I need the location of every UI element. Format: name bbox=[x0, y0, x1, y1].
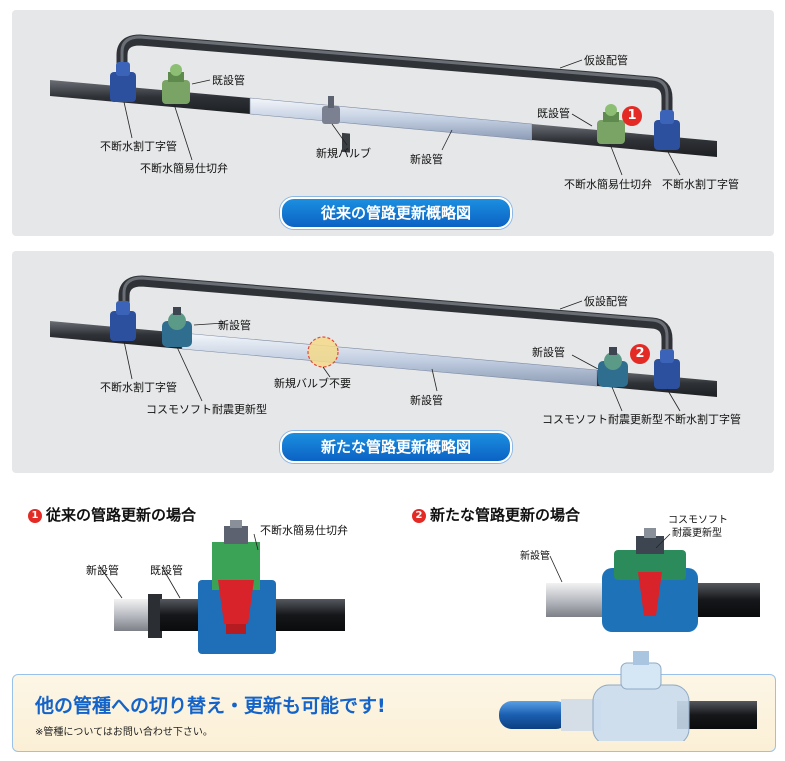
label-existing-pipe-right: 既設管 bbox=[537, 107, 570, 120]
s2-label-new-pipe: 新設管 bbox=[520, 551, 550, 562]
label-temp-pipe: 仮設配管 bbox=[584, 54, 628, 67]
label-existing-pipe-left: 既設管 bbox=[212, 74, 245, 87]
banner-title: 他の管種への切り替え・更新も可能です! bbox=[35, 695, 386, 717]
tee-left-icon bbox=[110, 62, 136, 102]
s1-label-valve: 不断水簡易仕切弁 bbox=[260, 524, 348, 537]
simple-valve-left-icon bbox=[162, 64, 190, 104]
new-pipeline-illustration bbox=[50, 275, 717, 412]
label-tee-right: 不断水割丁字管 bbox=[664, 413, 741, 426]
label-new-pipe-top: 新設管 bbox=[218, 319, 251, 332]
label-new-pipe: 新設管 bbox=[410, 394, 443, 407]
label-valve-left: 不断水簡易仕切弁 bbox=[140, 162, 228, 175]
section-new-title: 新たな管路更新の場合 bbox=[430, 506, 581, 524]
new-method-title: 新たな管路更新概略図 bbox=[280, 431, 512, 463]
s1-label-new-pipe: 新設管 bbox=[86, 564, 119, 577]
conventional-pipeline-illustration bbox=[50, 34, 717, 176]
label-new-pipe-right: 新設管 bbox=[532, 346, 565, 359]
conventional-badge: 1 bbox=[622, 106, 642, 126]
s1-label-existing-pipe: 既設管 bbox=[150, 564, 183, 577]
section-conventional-number: 1 bbox=[28, 509, 42, 523]
transparent-valve-illustration bbox=[499, 651, 757, 741]
tee-left-icon bbox=[110, 301, 136, 341]
label-tee-left: 不断水割丁字管 bbox=[100, 140, 177, 153]
label-new-pipe: 新設管 bbox=[410, 153, 443, 166]
removed-valve-marker-icon bbox=[307, 336, 339, 368]
section-conventional-heading: 1 従来の管路更新の場合 bbox=[28, 504, 196, 525]
section-conventional-title: 従来の管路更新の場合 bbox=[46, 506, 197, 524]
banner-note: ※管種についてはお問い合わせ下さい。 bbox=[35, 727, 213, 738]
section-new-heading: 2 新たな管路更新の場合 bbox=[412, 504, 580, 525]
label-tee-right: 不断水割丁字管 bbox=[662, 178, 739, 191]
cosmo-valve-left-icon bbox=[162, 307, 192, 347]
label-no-valve: 新規バルブ不要 bbox=[274, 377, 351, 390]
new-cross-section-illustration bbox=[546, 528, 760, 632]
label-tee-left: 不断水割丁字管 bbox=[100, 381, 177, 394]
label-new-valve: 新規バルブ bbox=[316, 147, 371, 160]
s2-label-cosmo-line1: コスモソフト bbox=[668, 515, 728, 526]
label-valve-right: 不断水簡易仕切弁 bbox=[564, 178, 652, 191]
new-method-badge: 2 bbox=[630, 344, 650, 364]
conversion-banner: 他の管種への切り替え・更新も可能です! ※管種についてはお問い合わせ下さい。 bbox=[12, 651, 776, 752]
new-valve-icon bbox=[322, 96, 340, 124]
conventional-cross-section-illustration bbox=[100, 520, 345, 654]
conventional-title: 従来の管路更新概略図 bbox=[280, 197, 512, 229]
cosmo-valve-right-icon bbox=[598, 347, 628, 387]
section-new-number: 2 bbox=[412, 509, 426, 523]
simple-valve-right-icon bbox=[597, 104, 625, 144]
label-temp-pipe: 仮設配管 bbox=[584, 295, 628, 308]
new-method-diagram-panel: 2 仮設配管 新設管 新設管 不断水割丁字管 コスモソフト耐震更新型 新規バルブ… bbox=[12, 251, 774, 473]
label-cosmo-right: コスモソフト耐震更新型 bbox=[542, 413, 663, 426]
label-cosmo-left: コスモソフト耐震更新型 bbox=[146, 403, 267, 416]
conventional-diagram-panel: 1 仮設配管 既設管 既設管 不断水割丁字管 不断水簡易仕切弁 新規バルブ 新設… bbox=[12, 10, 774, 236]
tee-right-icon bbox=[654, 349, 680, 389]
tee-right-icon bbox=[654, 110, 680, 150]
s2-label-cosmo-line2: 耐震更新型 bbox=[672, 528, 722, 539]
